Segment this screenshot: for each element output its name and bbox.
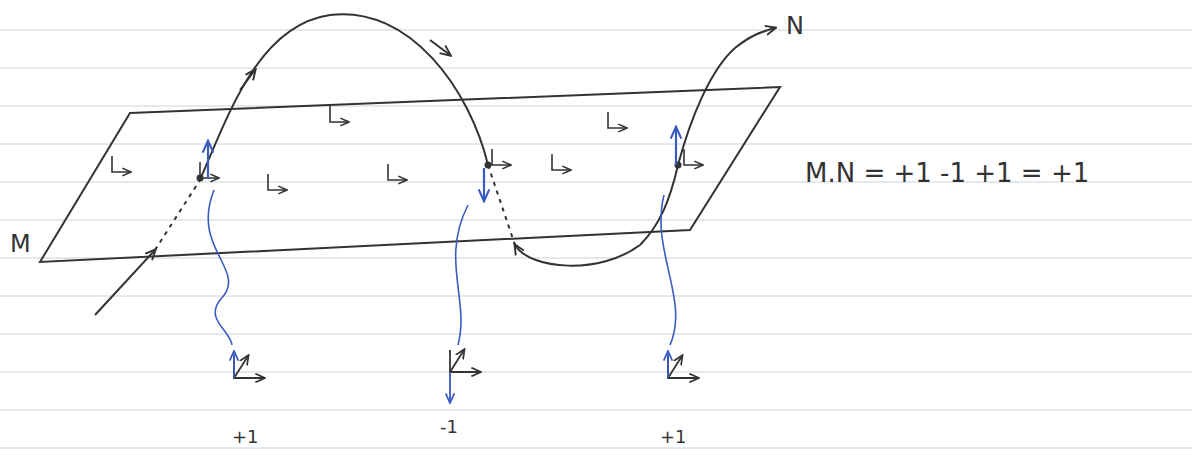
sign-label: +1 xyxy=(232,428,259,446)
intersection-points xyxy=(197,128,682,200)
curve-n xyxy=(95,14,775,315)
orientation-frames xyxy=(234,350,698,402)
sign-label: +1 xyxy=(660,428,687,446)
sign-label: -1 xyxy=(440,418,458,436)
tangent-frames xyxy=(112,106,702,190)
plane-m xyxy=(40,87,780,262)
paper-lines xyxy=(0,30,1192,448)
manifold-label: N xyxy=(786,14,804,38)
intersection-equation: M.N = +1 -1 +1 = +1 xyxy=(805,160,1089,186)
manifold-label: M xyxy=(10,232,31,256)
leader-lines xyxy=(208,190,676,345)
